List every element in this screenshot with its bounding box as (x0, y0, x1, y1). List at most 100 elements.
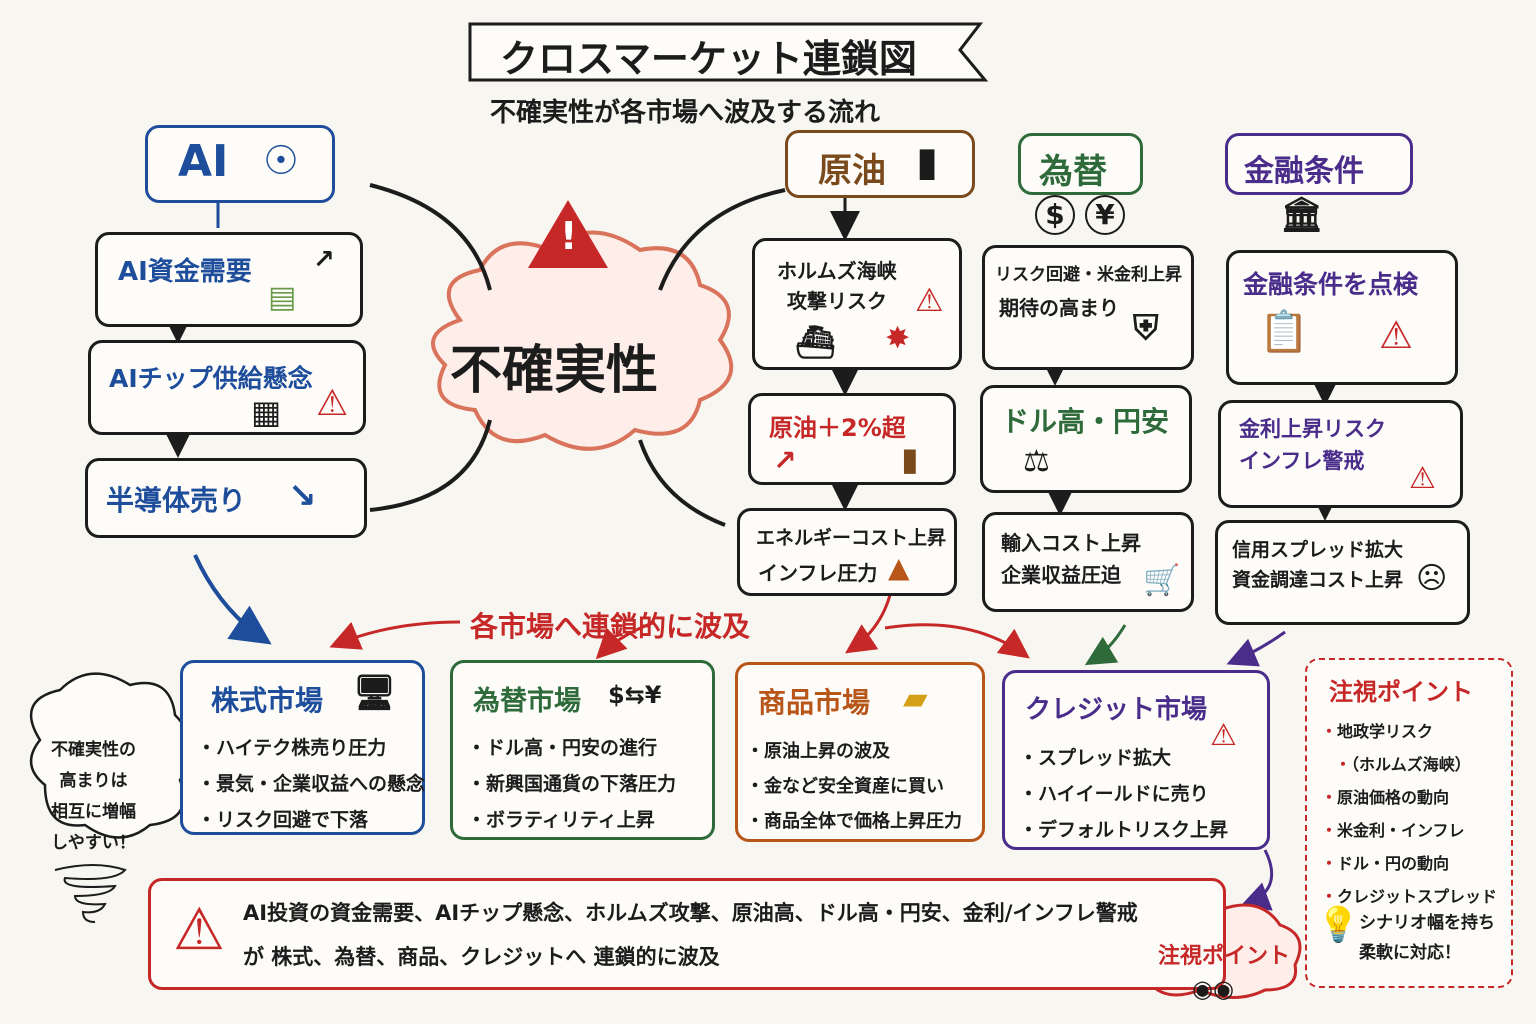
fx-node-3-line2: 企業収益圧迫 (1001, 563, 1121, 587)
finance-node-3-line1: 信用スプレッド拡大 (1232, 539, 1404, 561)
spread-label: 各市場へ連鎖的に波及 (470, 610, 751, 643)
market-fx-item: ドル高・円安の進行 (467, 733, 676, 760)
brain-icon: ☉ (263, 138, 299, 184)
watch-item: 地政学リスク (1321, 718, 1497, 742)
finance-header-label: 金融条件 (1244, 154, 1364, 189)
yen-icon: ¥ (1085, 195, 1125, 235)
chip-icon: ▦ (251, 393, 282, 431)
page-title: クロスマーケット連鎖図 (500, 37, 917, 81)
tornado-icon (54, 864, 127, 923)
fx-node-2: ドル高・円安 ⚖ (980, 385, 1192, 493)
dollar-icon: $ (1035, 195, 1075, 235)
market-commodity: 商品市場 ▰ 原油上昇の波及 金など安全資産に買い 商品全体で価格上昇圧力 (735, 662, 985, 842)
ai-node-1-label: AI資金需要 (118, 257, 252, 287)
market-credit-item: ハイイールドに売り (1019, 779, 1228, 806)
fx-node-3-line1: 輸入コスト上昇 (1001, 531, 1141, 555)
side-note: 不確実性の 高まりは 相互に増幅 しやすい！ (26, 735, 161, 853)
finance-node-1: 金融条件を点検 📋 ⚠ (1226, 250, 1458, 385)
finance-node-2-line2: インフレ警戒 (1239, 449, 1365, 473)
trend-up-icon-oil: ↗ (773, 444, 797, 477)
market-commodity-item: 金など安全資産に買い (746, 772, 962, 798)
watch-note-line1: シナリオ幅を持ち (1359, 913, 1495, 933)
fx-header: 為替 (1018, 133, 1143, 195)
ai-node-1: AI資金需要 ▤ ↗ (95, 232, 363, 327)
market-commodity-title: 商品市場 (758, 686, 871, 719)
branch-ai (369, 183, 492, 291)
market-credit-item: デフォルトリスク上昇 (1019, 815, 1228, 842)
market-stock-item: 景気・企業収益への懸念 (197, 769, 425, 796)
oil-barrel-icon: ▮ (916, 139, 939, 185)
watch-item: 原油価格の動向 (1321, 784, 1497, 808)
ai-node-3-label: 半導体売り (106, 484, 247, 517)
ai-node-2: AIチップ供給懸念 ▦ ⚠ (88, 340, 366, 435)
watch-note-line2: 柔軟に対応！ (1359, 943, 1461, 963)
fx-node-2-label: ドル高・円安 (1001, 405, 1170, 438)
fx-node-1: リスク回避・米金利上昇 期待の高まり ⛨ (982, 245, 1194, 370)
ai-header: AI ☉ (145, 125, 335, 203)
warning-icon-oil: ⚠ (915, 281, 944, 319)
oil-node-3: エネルギーコスト上昇 インフレ圧力 ▲ (737, 508, 957, 596)
watch-item-sub: （ホルムズ海峡） (1335, 751, 1497, 775)
currency-exchange-icon: $⇆¥ (608, 681, 662, 709)
summary-line1: AI投資の資金需要、AIチップ懸念、ホルムズ攻撃、原油高、ドル高・円安、金利/イ… (243, 901, 1138, 925)
warning-icon-finance: ⚠ (1379, 313, 1414, 357)
watch-panel-title: 注視ポイント (1329, 678, 1473, 706)
branch-semi (369, 419, 492, 512)
market-fx-title: 為替市場 (473, 686, 581, 717)
lightbulb-icon: 💡 (1317, 905, 1360, 945)
worried-face-icon: ☹ (1416, 561, 1448, 596)
market-credit-item: スプレッド拡大 (1019, 743, 1228, 770)
market-commodity-item: 原油上昇の波及 (746, 737, 962, 763)
fx-header-label: 為替 (1039, 152, 1107, 192)
ai-node-3: 半導体売り ↘ (85, 458, 367, 538)
oil-node-2-label: 原油＋2%超 (769, 414, 906, 442)
watch-bubble-label: 注視ポイント (1158, 944, 1291, 969)
oil-node-3-line2: インフレ圧力 (758, 561, 878, 585)
watch-panel: 注視ポイント 地政学リスク （ホルムズ海峡） 原油価格の動向 米金利・インフレ … (1305, 658, 1513, 988)
warning-mark: ! (560, 214, 578, 258)
warning-icon-ai: ⚠ (316, 383, 349, 424)
scale-icon: ⚖ (1023, 444, 1050, 479)
clipboard-icon: 📋 (1259, 309, 1309, 355)
side-note-line: 不確実性の (51, 740, 136, 760)
gold-bars-icon: ▰ (903, 679, 928, 717)
barrel-icon: ▮ (901, 440, 919, 478)
page-subtitle: 不確実性が各市場へ波及する流れ (490, 98, 881, 128)
market-credit-title: クレジット市場 (1025, 695, 1208, 725)
center-label: 不確実性 (450, 341, 659, 401)
oil-header-label: 原油 (818, 151, 886, 191)
branch-oil (658, 188, 786, 291)
side-note-line: 高まりは (59, 771, 128, 791)
oil-node-2: 原油＋2%超 ↗ ▮ (748, 393, 956, 485)
bank-icon: 🏛 (1280, 195, 1324, 235)
oil-node-1-line2: 攻撃リスク (787, 289, 887, 313)
shield-icon: ⛨ (1133, 308, 1159, 348)
money-icon: ▤ (268, 280, 297, 315)
summary-line2: が 株式、為替、商品、クレジットへ 連鎖的に波及 (243, 945, 720, 969)
finance-node-3: 信用スプレッド拡大 資金調達コスト上昇 ☹ (1215, 520, 1470, 625)
summary-warning-icon: ⚠ (173, 895, 225, 963)
oil-node-3-line1: エネルギーコスト上昇 (756, 527, 947, 549)
fx-node-3: 輸入コスト上昇 企業収益圧迫 🛒 (982, 512, 1194, 612)
market-stock-item: ハイテク株売り圧力 (197, 733, 425, 760)
finance-header: 金融条件 (1225, 133, 1413, 195)
market-stock: 株式市場 🖥 ハイテク株売り圧力 景気・企業収益への懸念 リスク回避で下落 (180, 660, 425, 835)
summary-box: ⚠ AI投資の資金需要、AIチップ懸念、ホルムズ攻撃、原油高、ドル高・円安、金利… (148, 878, 1226, 990)
warning-icon-finance-2: ⚠ (1409, 461, 1436, 496)
market-stock-item: リスク回避で下落 (197, 805, 425, 832)
fx-node-1-line1: リスク回避・米金利上昇 (995, 265, 1182, 285)
title-banner (468, 22, 989, 82)
finance-node-3-line2: 資金調達コスト上昇 (1232, 569, 1404, 591)
finance-node-1-label: 金融条件を点検 (1243, 270, 1419, 299)
cart-icon: 🛒 (1143, 563, 1181, 598)
eyes-icon: ◉◉ (1192, 975, 1234, 1003)
finance-node-2: 金利上昇リスク インフレ警戒 ⚠ (1218, 400, 1463, 508)
ai-header-label: AI (178, 136, 229, 187)
market-fx-item: ボラティリティ上昇 (467, 805, 676, 832)
market-stock-title: 株式市場 (211, 684, 324, 717)
watch-item: ドル・円の動向 (1321, 850, 1497, 874)
trend-up-icon: ↗ (313, 245, 335, 275)
trend-down-icon: ↘ (288, 476, 317, 516)
market-fx: 為替市場 $⇆¥ ドル高・円安の進行 新興国通貨の下落圧力 ボラティリティ上昇 (450, 660, 715, 840)
